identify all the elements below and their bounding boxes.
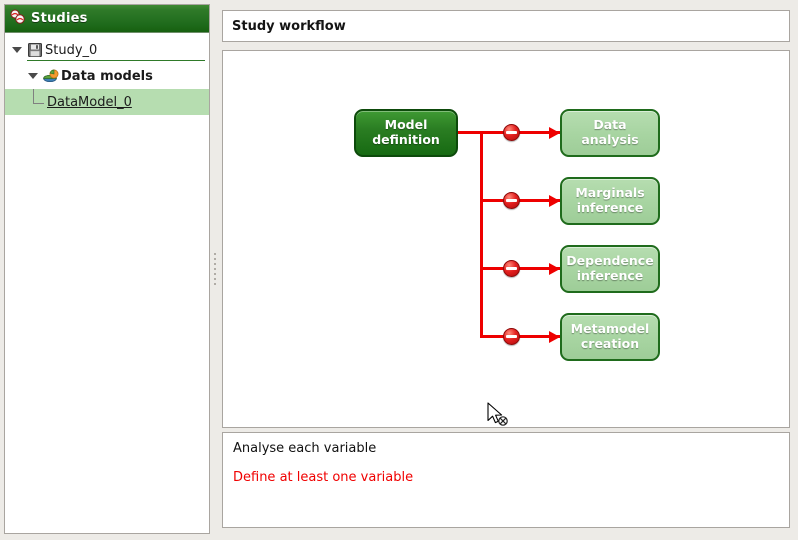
data-models-icon — [41, 69, 61, 84]
arrow-head-3 — [549, 262, 560, 275]
chevron-down-icon[interactable] — [9, 37, 25, 63]
node-label-line2: definition — [372, 132, 440, 147]
edge-branch-1 — [480, 131, 560, 134]
node-label-line1: Dependence — [566, 253, 654, 269]
node-data-analysis[interactable]: Data analysis — [560, 109, 660, 157]
info-message: Analyse each variable — [233, 441, 377, 456]
node-label-line1: Data — [593, 117, 627, 133]
studies-icon — [10, 9, 26, 29]
studies-tree-body: Study_0 Data models DataModel_0 — [5, 33, 209, 115]
message-pane: Analyse each variable Define at least on… — [222, 432, 790, 528]
study-workflow-title: Study workflow — [222, 10, 790, 42]
panel-splitter[interactable] — [210, 4, 220, 534]
page-title: Study workflow — [232, 18, 346, 34]
node-label-line2: inference — [576, 200, 644, 215]
workflow-diagram: Model definition Data analysis — [223, 51, 789, 427]
edge-vertical-bus — [480, 131, 483, 337]
tree-item-study-0[interactable]: Study_0 — [5, 37, 209, 63]
edge-start-stub — [458, 131, 483, 134]
tree-item-label: Study_0 — [45, 42, 98, 58]
tree-item-underline — [27, 60, 205, 61]
node-dependence-inference[interactable]: Dependence inference — [560, 245, 660, 293]
node-label-line2: inference — [576, 268, 644, 283]
node-metamodel-creation[interactable]: Metamodel creation — [560, 313, 660, 361]
tree-item-data-models[interactable]: Data models — [5, 63, 209, 89]
edge-branch-2 — [480, 199, 560, 202]
node-marginals-inference[interactable]: Marginals inference — [560, 177, 660, 225]
arrow-head-4 — [549, 330, 560, 343]
blocked-icon-2[interactable] — [503, 192, 520, 209]
tree-item-datamodel-0[interactable]: DataModel_0 — [5, 89, 209, 115]
studies-tree-panel: Studies Study_0 — [4, 4, 210, 534]
node-model-definition[interactable]: Model definition — [354, 109, 458, 157]
splitter-grip — [214, 253, 216, 285]
blocked-icon-4[interactable] — [503, 328, 520, 345]
node-label-line1: Metamodel — [570, 321, 650, 337]
edge-branch-4 — [480, 335, 560, 338]
tree-item-label: Data models — [61, 68, 153, 84]
edge-branch-3 — [480, 267, 560, 270]
node-label-line2: creation — [580, 336, 640, 351]
tree-item-label: DataModel_0 — [47, 94, 132, 110]
error-message: Define at least one variable — [233, 470, 414, 485]
blocked-icon-3[interactable] — [503, 260, 520, 277]
workflow-canvas[interactable]: Model definition Data analysis — [222, 50, 790, 428]
arrow-head-2 — [549, 194, 560, 207]
studies-title: Studies — [31, 11, 88, 26]
save-icon — [25, 43, 45, 57]
node-label-line2: analysis — [581, 132, 639, 147]
arrow-head-1 — [549, 126, 560, 139]
arrow-not-allowed-cursor — [486, 402, 512, 428]
blocked-icon-1[interactable] — [503, 124, 520, 141]
studies-tree-header: Studies — [5, 5, 209, 33]
node-label-line1: Model — [384, 117, 428, 133]
node-label-line1: Marginals — [575, 185, 645, 201]
chevron-down-icon[interactable] — [25, 63, 41, 89]
tree-connector-line — [33, 89, 44, 104]
